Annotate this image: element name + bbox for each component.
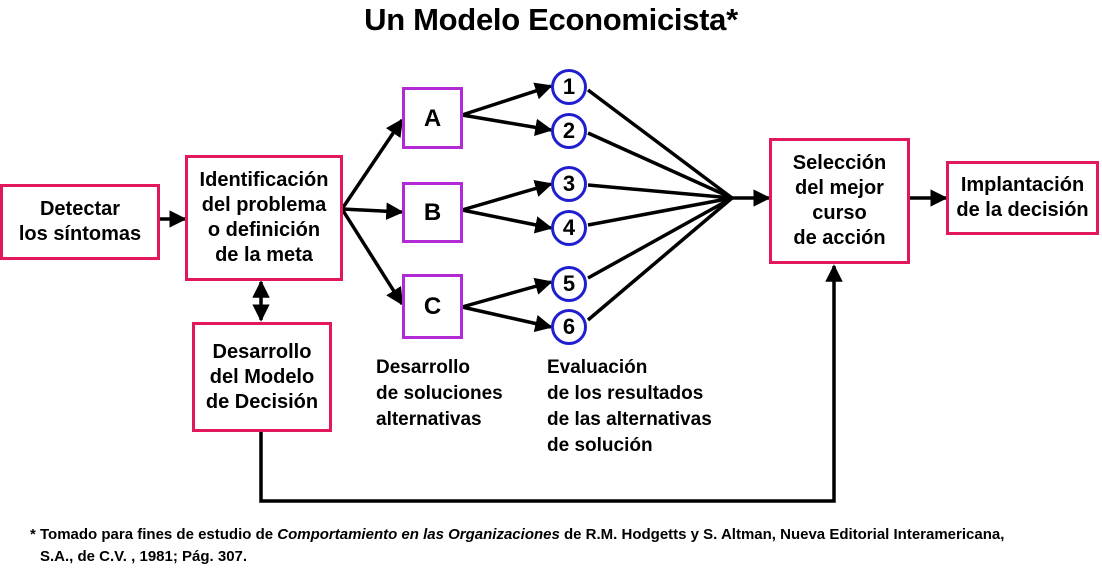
arrow-a-1 bbox=[461, 82, 553, 117]
arrow-a-2 bbox=[461, 113, 553, 137]
arrow-c-6 bbox=[461, 305, 553, 333]
resultado-2: 2 bbox=[551, 113, 587, 149]
diagram-title: Un Modelo Economicista* bbox=[364, 2, 738, 37]
converge-3 bbox=[587, 183, 733, 200]
converge-5 bbox=[587, 196, 733, 280]
arrow-identificacion-c bbox=[340, 208, 404, 306]
converge-4 bbox=[587, 196, 733, 227]
resultado-1-label: 1 bbox=[562, 74, 576, 99]
footnote-book-title: Comportamiento en las Organizaciones bbox=[277, 526, 560, 543]
box-seleccion-curso: Selección del mejor curso de acción bbox=[769, 138, 910, 264]
box-alternativa-b: B bbox=[402, 182, 463, 243]
converge-1 bbox=[586, 88, 734, 200]
box-implantacion-label: Implantación de la decisión bbox=[956, 174, 1089, 221]
box-implantacion-decision: Implantación de la decisión bbox=[946, 161, 1099, 235]
footnote: * Tomado para fines de estudio de Compor… bbox=[30, 524, 1090, 568]
caption-evaluacion: Evaluación de los resultados de las alte… bbox=[547, 357, 712, 456]
feedback-loop bbox=[259, 264, 843, 503]
arrow-identificacion-a bbox=[340, 118, 404, 210]
alternativa-a-label: A bbox=[423, 104, 442, 132]
arrow-identificacion-b bbox=[341, 202, 404, 220]
box-alternativa-c: C bbox=[402, 274, 463, 339]
resultado-4: 4 bbox=[551, 210, 587, 246]
footnote-suffix: de R.M. Hodgetts y S. Altman, Nueva Edit… bbox=[559, 526, 1005, 543]
caption-soluciones: Desarrollo de soluciones alternativas bbox=[376, 357, 503, 430]
converge-2 bbox=[587, 131, 733, 200]
alternativa-c-label: C bbox=[423, 293, 442, 320]
resultado-1: 1 bbox=[551, 69, 587, 105]
box-identificacion-label: Identificación del problema o definición… bbox=[199, 169, 329, 266]
box-detectar-label: Detectar los síntomas bbox=[18, 198, 142, 245]
box-desarrollo-modelo: Desarrollo del Modelo de Decisión bbox=[192, 322, 332, 432]
resultado-3-label: 3 bbox=[562, 171, 576, 196]
resultado-4-label: 4 bbox=[562, 215, 576, 240]
box-seleccion-label: Selección del mejor curso de acción bbox=[792, 152, 887, 249]
alternativa-b-label: B bbox=[423, 199, 442, 226]
arrow-c-5 bbox=[461, 277, 553, 309]
arrow-b-4 bbox=[461, 208, 553, 234]
arrow-b-3 bbox=[461, 180, 553, 212]
footnote-line2: S.A., de C.V. , 1981; Pág. 307. bbox=[40, 548, 248, 565]
box-alternativa-a: A bbox=[402, 87, 463, 149]
box-detectar-sintomas: Detectar los síntomas bbox=[0, 184, 160, 260]
resultado-5: 5 bbox=[551, 266, 587, 302]
resultado-6: 6 bbox=[551, 309, 587, 345]
resultado-5-label: 5 bbox=[562, 271, 576, 296]
footnote-prefix: * Tomado para fines de estudio de bbox=[30, 526, 278, 543]
resultado-2-label: 2 bbox=[562, 118, 576, 143]
converge-6 bbox=[586, 196, 734, 322]
box-identificacion-problema: Identificación del problema o definición… bbox=[185, 155, 343, 281]
resultado-3: 3 bbox=[551, 166, 587, 202]
box-desarrollo-modelo-label: Desarrollo del Modelo de Decisión bbox=[205, 340, 319, 413]
resultado-6-label: 6 bbox=[562, 314, 576, 339]
